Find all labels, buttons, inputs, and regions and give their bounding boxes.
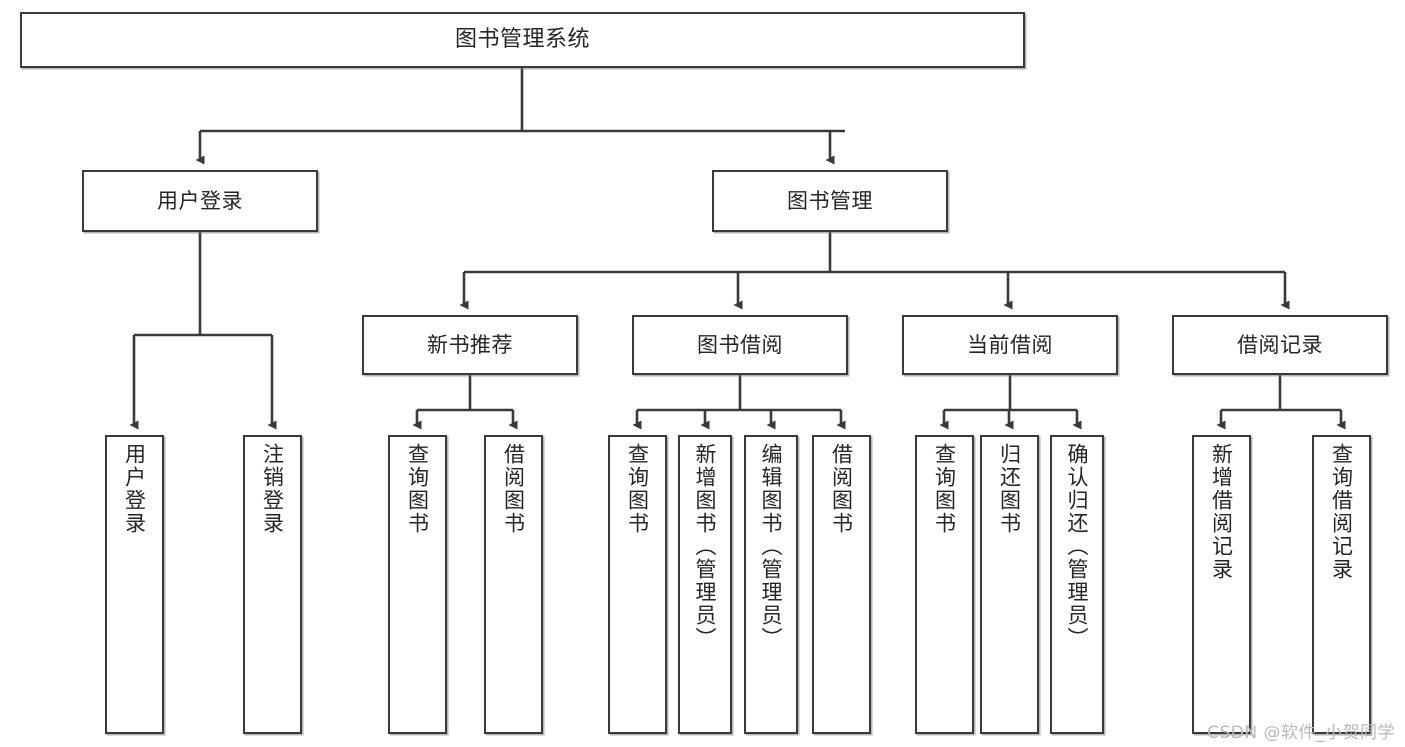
node-book-borrow[interactable]: 图书借阅	[632, 315, 848, 375]
node-book-manage-label: 图书管理	[787, 188, 873, 213]
node-leaf-confirm-return[interactable]: 确认归还（管理员）	[1050, 435, 1104, 734]
node-book-manage[interactable]: 图书管理	[712, 170, 948, 232]
node-leaf-user-login[interactable]: 用户登录	[105, 435, 164, 734]
node-leaf-query-record[interactable]: 查询借阅记录	[1312, 435, 1371, 734]
node-root[interactable]: 图书管理系统	[20, 12, 1025, 68]
node-leaf-query-record-label: 查询借阅记录	[1329, 443, 1354, 581]
node-leaf-borrow-book-1-label: 借阅图书	[501, 443, 526, 535]
node-leaf-borrow-book-2-label: 借阅图书	[829, 443, 854, 535]
node-user-login[interactable]: 用户登录	[82, 170, 318, 232]
node-leaf-return-book[interactable]: 归还图书	[980, 435, 1039, 734]
node-current-borrow[interactable]: 当前借阅	[902, 315, 1118, 375]
node-leaf-confirm-return-label: 确认归还（管理员）	[1065, 443, 1090, 650]
node-book-borrow-label: 图书借阅	[697, 332, 783, 357]
node-leaf-query-book-2-label: 查询图书	[625, 443, 650, 535]
node-leaf-query-book-1-label: 查询图书	[405, 443, 430, 535]
node-leaf-edit-book[interactable]: 编辑图书（管理员）	[744, 435, 798, 734]
node-leaf-add-record[interactable]: 新增借阅记录	[1192, 435, 1251, 734]
node-leaf-edit-book-label: 编辑图书（管理员）	[759, 443, 784, 650]
node-leaf-query-book-2[interactable]: 查询图书	[608, 435, 667, 734]
node-leaf-borrow-book-1[interactable]: 借阅图书	[484, 435, 543, 734]
node-leaf-borrow-book-2[interactable]: 借阅图书	[812, 435, 871, 734]
node-new-book-rec-label: 新书推荐	[427, 332, 513, 357]
node-leaf-query-book-3[interactable]: 查询图书	[915, 435, 974, 734]
node-leaf-add-record-label: 新增借阅记录	[1209, 443, 1234, 581]
node-leaf-add-book-label: 新增图书（管理员）	[693, 443, 718, 650]
node-leaf-query-book-1[interactable]: 查询图书	[388, 435, 447, 734]
watermark: CSDN @软件_小贺同学	[1207, 723, 1395, 743]
node-current-borrow-label: 当前借阅	[967, 332, 1053, 357]
node-root-label: 图书管理系统	[454, 27, 590, 53]
node-user-login-label: 用户登录	[157, 188, 243, 213]
node-leaf-logout[interactable]: 注销登录	[243, 435, 302, 734]
node-leaf-return-book-label: 归还图书	[997, 443, 1022, 535]
node-leaf-logout-label: 注销登录	[260, 443, 285, 535]
node-leaf-add-book[interactable]: 新增图书（管理员）	[678, 435, 732, 734]
node-new-book-rec[interactable]: 新书推荐	[362, 315, 578, 375]
node-borrow-record-label: 借阅记录	[1237, 332, 1323, 357]
node-borrow-record[interactable]: 借阅记录	[1172, 315, 1388, 375]
node-leaf-query-book-3-label: 查询图书	[932, 443, 957, 535]
node-leaf-user-login-label: 用户登录	[122, 443, 147, 535]
